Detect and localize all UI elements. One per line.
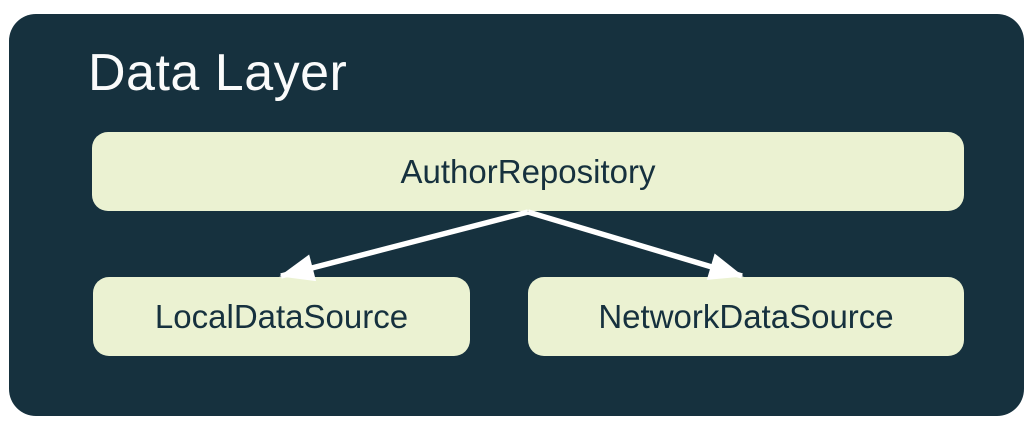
arrow-repo-to-local — [279, 209, 529, 282]
node-author-repository: AuthorRepository — [92, 132, 964, 211]
arrow-repo-to-network — [527, 209, 744, 280]
node-network-data-source-label: NetworkDataSource — [598, 297, 894, 335]
data-layer-container: Data Layer AuthorRepository LocalDataSou… — [9, 14, 1024, 416]
node-network-data-source: NetworkDataSource — [528, 277, 964, 356]
node-local-data-source: LocalDataSource — [93, 277, 470, 356]
node-author-repository-label: AuthorRepository — [400, 152, 656, 190]
diagram-title: Data Layer — [88, 44, 348, 102]
node-local-data-source-label: LocalDataSource — [154, 297, 409, 335]
